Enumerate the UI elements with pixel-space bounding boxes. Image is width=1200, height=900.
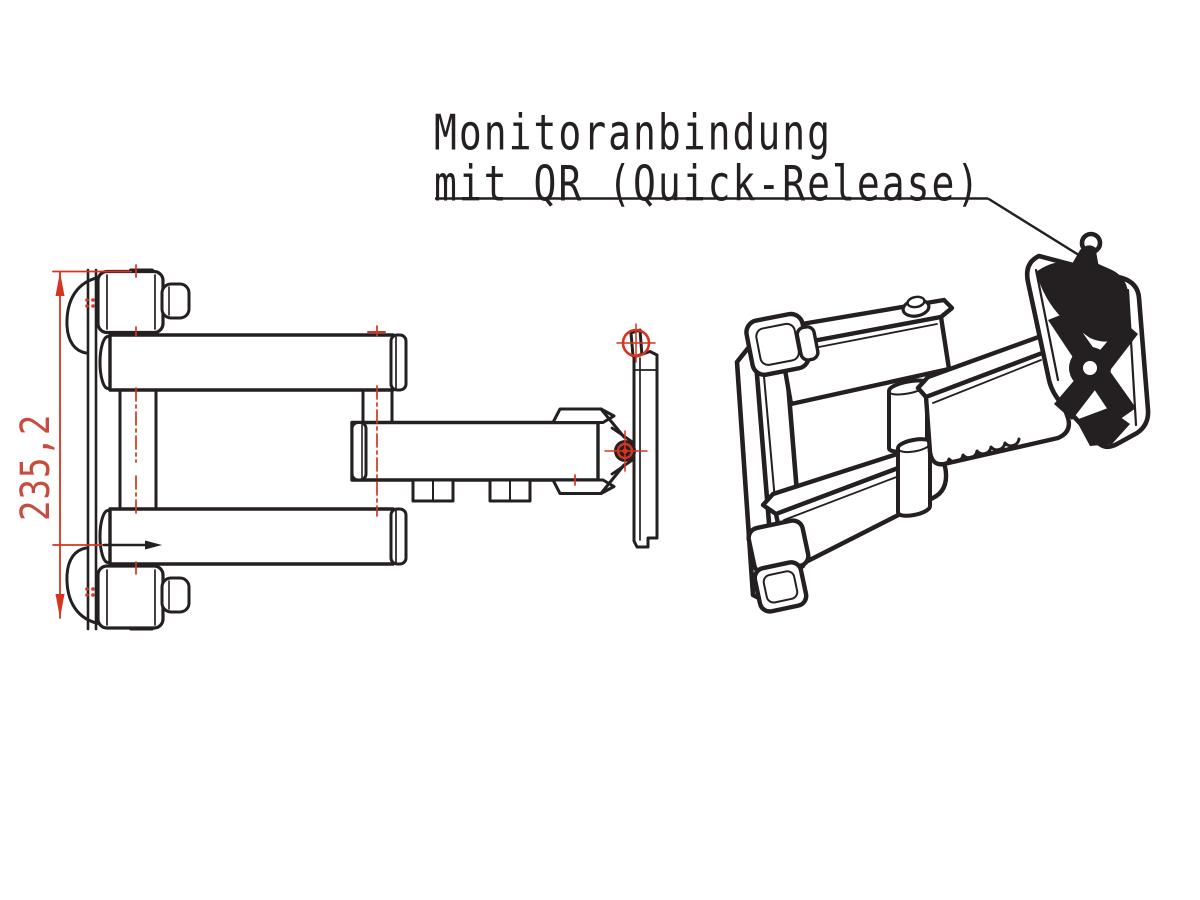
mounting-knob-bottom xyxy=(96,564,191,631)
perspective-view xyxy=(734,231,1151,614)
side-view xyxy=(52,264,659,631)
middle-arm xyxy=(350,407,636,495)
arm-link-plates xyxy=(118,388,394,511)
upper-arm xyxy=(98,333,408,392)
datum-arrow xyxy=(102,540,162,550)
qr-latch-tabs xyxy=(411,478,532,503)
dimension-height xyxy=(52,270,139,619)
monitor-arm-3d xyxy=(915,331,1072,467)
dimension-arrow-down xyxy=(55,594,65,618)
vesa-crosshair xyxy=(616,323,656,363)
mounting-knob-top xyxy=(96,268,191,335)
qr-mechanism xyxy=(1036,231,1138,446)
title-line-2: mit QR (Quick-Release) xyxy=(434,154,982,212)
dimension-arrow-up xyxy=(55,272,65,296)
wall-plate xyxy=(65,268,103,631)
leader-line xyxy=(435,197,1083,259)
pivot-column-3d xyxy=(887,378,932,518)
dimension-label: 235,2 xyxy=(12,413,60,521)
pivot-crosshair xyxy=(604,430,648,472)
plate-hole-markers xyxy=(85,298,95,597)
mounting-knob-top-3d xyxy=(744,311,820,377)
vesa-plate-3d xyxy=(1024,231,1151,450)
title-line-1: Monitoranbindung xyxy=(434,104,833,162)
ratchet-scallops xyxy=(933,437,1021,467)
side-view-annotations xyxy=(85,264,656,597)
lower-arm xyxy=(98,507,408,566)
mounting-knob-bottom-3d xyxy=(746,518,811,614)
title-block: Monitoranbindung mit QR (Quick-Release) xyxy=(434,104,982,212)
